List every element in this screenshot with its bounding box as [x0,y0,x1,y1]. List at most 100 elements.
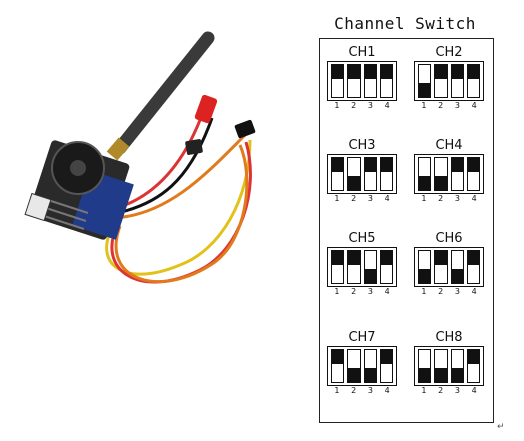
channel-cell: CH1 1 2 3 4 [323,44,401,111]
dip-knob-up [435,65,447,80]
switch-number: 4 [471,386,477,395]
dip-switch [327,61,397,101]
dip-slot [347,349,361,383]
dip-knob-down [435,367,447,382]
channel-label: CH8 [435,330,463,345]
switch-number: 2 [351,287,357,296]
dip-slot [434,64,448,98]
channel-cell: CH7 1 2 3 4 [323,329,401,396]
dip-slot [363,157,377,191]
dip-knob-up [451,158,463,173]
switch-number: 2 [351,101,357,110]
transmitter-body-icon [24,140,134,240]
channel-label: CH2 [435,45,463,60]
dip-knob-down [419,82,431,97]
switch-number: 2 [351,194,357,203]
switch-number: 3 [454,194,460,203]
dip-knob-up [467,65,479,80]
dip-knob-down [451,268,463,283]
switch-number: 1 [334,101,340,110]
dip-knob-up [467,251,479,266]
dip-slot [434,250,448,284]
switch-numbers: 1 2 3 4 [327,386,397,396]
switch-number: 1 [334,386,340,395]
switch-number: 4 [471,194,477,203]
switch-number: 1 [421,287,427,296]
dip-slot [331,349,345,383]
dip-slot [331,64,345,98]
dip-knob-down [348,175,360,190]
connector-icon [185,94,256,155]
dip-slot [418,349,432,383]
channel-cell: CH4 1 2 3 4 [410,137,488,204]
channel-label: CH5 [348,231,376,246]
switch-number: 4 [384,194,390,203]
dip-slot [466,64,480,98]
dip-knob-up [332,251,344,266]
dip-slot [450,64,464,98]
dip-slot [347,157,361,191]
switch-number: 2 [351,386,357,395]
dip-slot [450,250,464,284]
dip-slot [450,157,464,191]
dip-knob-up [467,350,479,365]
switch-number: 1 [421,194,427,203]
dip-switch [414,154,484,194]
channel-label: CH7 [348,330,376,345]
dip-slot [466,349,480,383]
switch-number: 3 [367,101,373,110]
switch-number: 4 [471,287,477,296]
dip-slot [363,64,377,98]
channel-label: CH6 [435,231,463,246]
dip-switch [327,247,397,287]
return-mark: ↵ [497,422,505,432]
dip-knob-up [364,65,376,80]
dip-slot [434,349,448,383]
switch-number: 3 [454,287,460,296]
dip-knob-down [364,367,376,382]
switch-number: 1 [334,287,340,296]
dip-knob-up [332,350,344,365]
dip-slot [450,349,464,383]
switch-number: 2 [438,194,444,203]
dip-knob-up [380,158,392,173]
transmitter-photo [24,31,256,284]
dip-switch [414,247,484,287]
switch-number: 3 [367,386,373,395]
switch-number: 4 [384,287,390,296]
dip-slot [331,157,345,191]
switch-numbers: 1 2 3 4 [414,194,484,204]
dip-switch [327,154,397,194]
dip-slot [363,250,377,284]
switch-number: 3 [367,194,373,203]
dip-knob-up [332,158,344,173]
channel-switch-title: Channel Switch [334,14,476,33]
dip-knob-up [451,65,463,80]
dip-slot [347,64,361,98]
dip-knob-down [348,367,360,382]
dip-knob-down [435,175,447,190]
channel-label: CH1 [348,45,376,60]
channel-label: CH4 [435,138,463,153]
switch-number: 4 [384,101,390,110]
dip-slot [379,349,393,383]
switch-number: 2 [438,386,444,395]
dip-slot [466,157,480,191]
switch-number: 3 [454,101,460,110]
dip-switch [414,61,484,101]
dip-slot [379,64,393,98]
switch-numbers: 1 2 3 4 [327,101,397,111]
dip-slot [363,349,377,383]
dip-knob-down [451,367,463,382]
switch-number: 4 [384,386,390,395]
dip-slot [418,157,432,191]
switch-number: 1 [421,386,427,395]
